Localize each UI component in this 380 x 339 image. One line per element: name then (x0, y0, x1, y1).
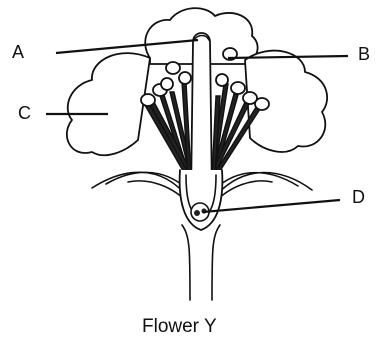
anther (179, 72, 191, 84)
sepal-left-outer (92, 172, 190, 200)
anther (231, 82, 245, 94)
anther (141, 94, 155, 106)
anther (216, 74, 228, 86)
label-a: A (12, 42, 24, 62)
anther (161, 78, 173, 90)
label-b: B (358, 44, 370, 64)
label-d: D (352, 187, 365, 207)
anther (166, 62, 180, 74)
label-c: C (18, 103, 31, 123)
petal-left (67, 53, 150, 155)
diagram-caption: Flower Y (142, 316, 217, 337)
label-d-line (203, 200, 340, 212)
anther (255, 98, 269, 110)
flower-stalk (182, 225, 220, 300)
